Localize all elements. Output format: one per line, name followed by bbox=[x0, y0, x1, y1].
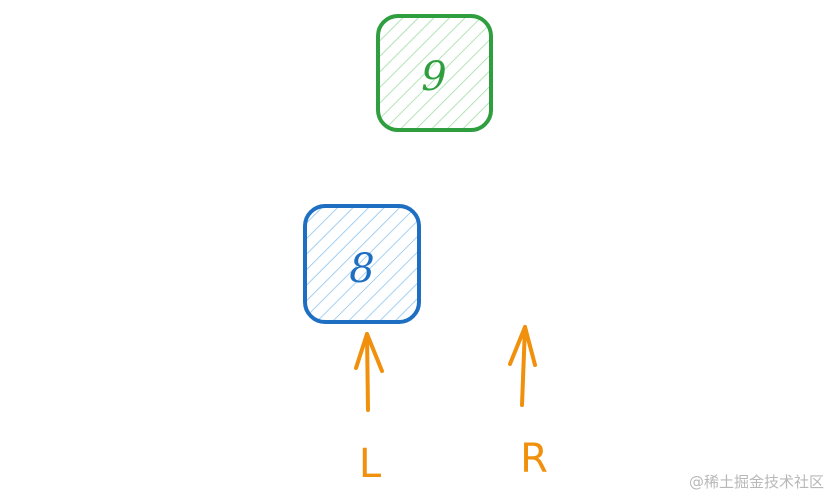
watermark: @稀土掘金技术社区 bbox=[688, 473, 824, 491]
pointer-R: R bbox=[508, 325, 548, 482]
tree-node-8: 8 bbox=[303, 204, 421, 324]
node-9-box bbox=[376, 14, 493, 132]
pointer-L-label: L bbox=[359, 441, 382, 487]
pointer-R-label: R bbox=[520, 436, 548, 482]
arrow-up-icon bbox=[354, 332, 384, 412]
node-9-value: 9 bbox=[421, 54, 446, 100]
node-8-value: 8 bbox=[349, 246, 374, 292]
node-8-box bbox=[303, 204, 421, 324]
arrow-up-icon bbox=[508, 325, 537, 407]
tree-node-9: 9 bbox=[376, 14, 493, 132]
pointer-L: L bbox=[354, 332, 384, 487]
